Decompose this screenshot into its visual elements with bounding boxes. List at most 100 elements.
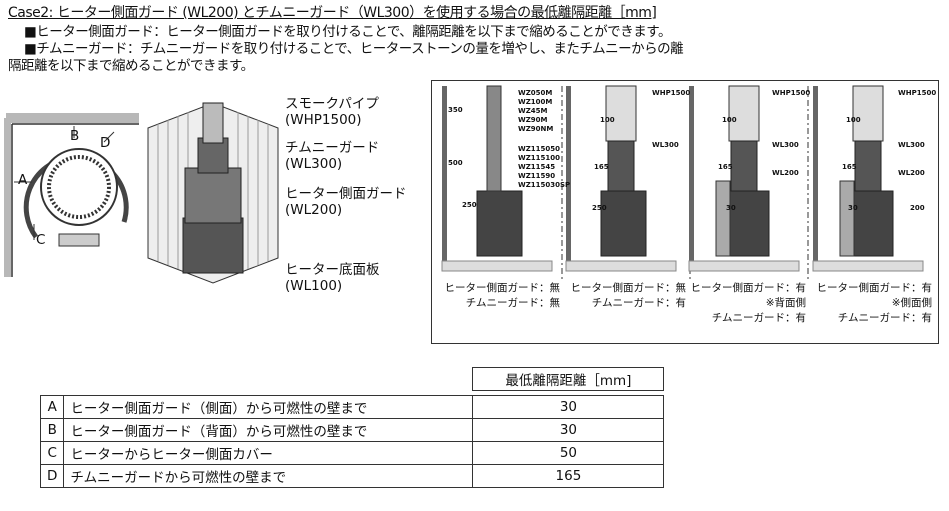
heater-3d-illustration (147, 102, 279, 284)
row-id: A (39, 395, 65, 419)
floor (565, 260, 677, 272)
row-desc: ヒーター側面ガード（背面）から可燃性の壁まで (63, 418, 474, 442)
chimney-guard (854, 140, 882, 192)
label-c: C (36, 232, 46, 248)
smoke-pipe (486, 85, 502, 192)
part-smoke-pipe: スモークパイプ (285, 96, 379, 112)
dim: 165 (594, 163, 609, 171)
caption: ※側面側 (891, 297, 932, 309)
part-side-guard-code: (WL200) (285, 202, 343, 218)
code: WL300 (772, 141, 799, 149)
heater-body (847, 190, 894, 257)
row-id: C (39, 441, 65, 465)
row-desc: ヒーター側面ガード（側面）から可燃性の壁まで (63, 395, 474, 419)
wall (442, 86, 447, 261)
chimney-guard (730, 140, 758, 192)
caption: ヒーター側面ガード：無 (444, 282, 561, 294)
caption: チムニーガード：有 (711, 312, 806, 324)
code: WZ90M (518, 116, 548, 124)
dim: 165 (842, 163, 857, 171)
dim: 350 (448, 106, 463, 114)
caption: ※背面側 (765, 297, 806, 309)
part-chimney-guard-code: (WL300) (285, 156, 343, 172)
code: WZ11545 (518, 163, 556, 171)
row-desc: ヒーターからヒーター側面カバー (63, 441, 474, 465)
caption: ヒーター側面ガード：有 (816, 282, 933, 294)
dim: 100 (722, 116, 737, 124)
page-title: Case2: ヒーター側面ガード (WL200) とチムニーガード（WL300）… (8, 5, 657, 21)
code: WL300 (898, 141, 925, 149)
note-chimney-guard-cont: 隔距離を以下まで縮めることができます。 (8, 58, 254, 74)
dim: 500 (448, 159, 463, 167)
label-b: B (70, 128, 80, 144)
dim: 100 (846, 116, 861, 124)
row-id: D (39, 464, 65, 488)
code: WZ11590 (518, 172, 556, 180)
smoke-pipe (728, 85, 760, 142)
heater-body (600, 190, 647, 257)
dim: 200 (910, 204, 925, 212)
floor (688, 260, 800, 272)
side-guard (715, 180, 731, 257)
caption: チムニーガード：有 (837, 312, 932, 324)
code: WZ45M (518, 107, 548, 115)
heater-body (476, 190, 523, 257)
part-side-guard: ヒーター側面ガード (285, 186, 407, 202)
code: WZ115030SP (518, 181, 571, 189)
dim: 250 (592, 204, 607, 212)
row-id: B (39, 418, 65, 442)
code: WZ90NM (518, 125, 554, 133)
heater-side-views (441, 85, 924, 281)
row-value: 165 (472, 464, 665, 488)
caption: ヒーター側面ガード：無 (570, 282, 687, 294)
note-side-guard: ■ヒーター側面ガード：ヒーター側面ガードを取り付けることで、離隔距離を以下まで縮… (24, 24, 671, 40)
heater-body (723, 190, 770, 257)
wall (813, 86, 818, 261)
wall (566, 86, 571, 261)
dim: 250 (462, 201, 477, 209)
row-value: 30 (472, 395, 665, 419)
side-guard (839, 180, 855, 257)
code: WL200 (772, 169, 799, 177)
header-min-distance: 最低離隔距離［mm] (472, 367, 665, 391)
dim: 165 (718, 163, 733, 171)
part-chimney-guard: チムニーガード (285, 140, 380, 156)
part-smoke-pipe-code: (WHP1500) (285, 112, 362, 128)
label-a: A (18, 172, 28, 188)
smoke-pipe (852, 85, 884, 142)
caption: チムニーガード：有 (591, 297, 686, 309)
caption: チムニーガード：無 (465, 297, 560, 309)
dim: 30 (848, 204, 858, 212)
note-chimney-guard: ■チムニーガード：チムニーガードを取り付けることで、ヒーターストーンの量を増やし… (24, 41, 684, 57)
row-value: 30 (472, 418, 665, 442)
code: WHP1500 (898, 89, 937, 97)
top-view-diagram (4, 113, 139, 277)
code: WZ100M (518, 98, 553, 106)
label-d: D (100, 135, 111, 151)
table-header-row: 最低離隔距離［mm] (41, 367, 665, 391)
dim: 30 (726, 204, 736, 212)
part-bottom-plate-code: (WL100) (285, 278, 343, 294)
floor (441, 260, 553, 272)
code: WZ050M (518, 89, 553, 97)
code: WZ115050 (518, 145, 561, 153)
wall (689, 86, 694, 261)
caption: ヒーター側面ガード：有 (690, 282, 807, 294)
row-desc: チムニーガードから可燃性の壁まで (63, 464, 474, 488)
floor (812, 260, 924, 272)
part-bottom-plate: ヒーター底面板 (285, 262, 380, 278)
smoke-pipe (605, 85, 637, 142)
code: WL200 (898, 169, 925, 177)
code: WL300 (652, 141, 679, 149)
row-value: 50 (472, 441, 665, 465)
code: WHP1500 (772, 89, 811, 97)
chimney-guard (607, 140, 635, 192)
code: WHP1500 (652, 89, 691, 97)
code: WZ115100 (518, 154, 561, 162)
